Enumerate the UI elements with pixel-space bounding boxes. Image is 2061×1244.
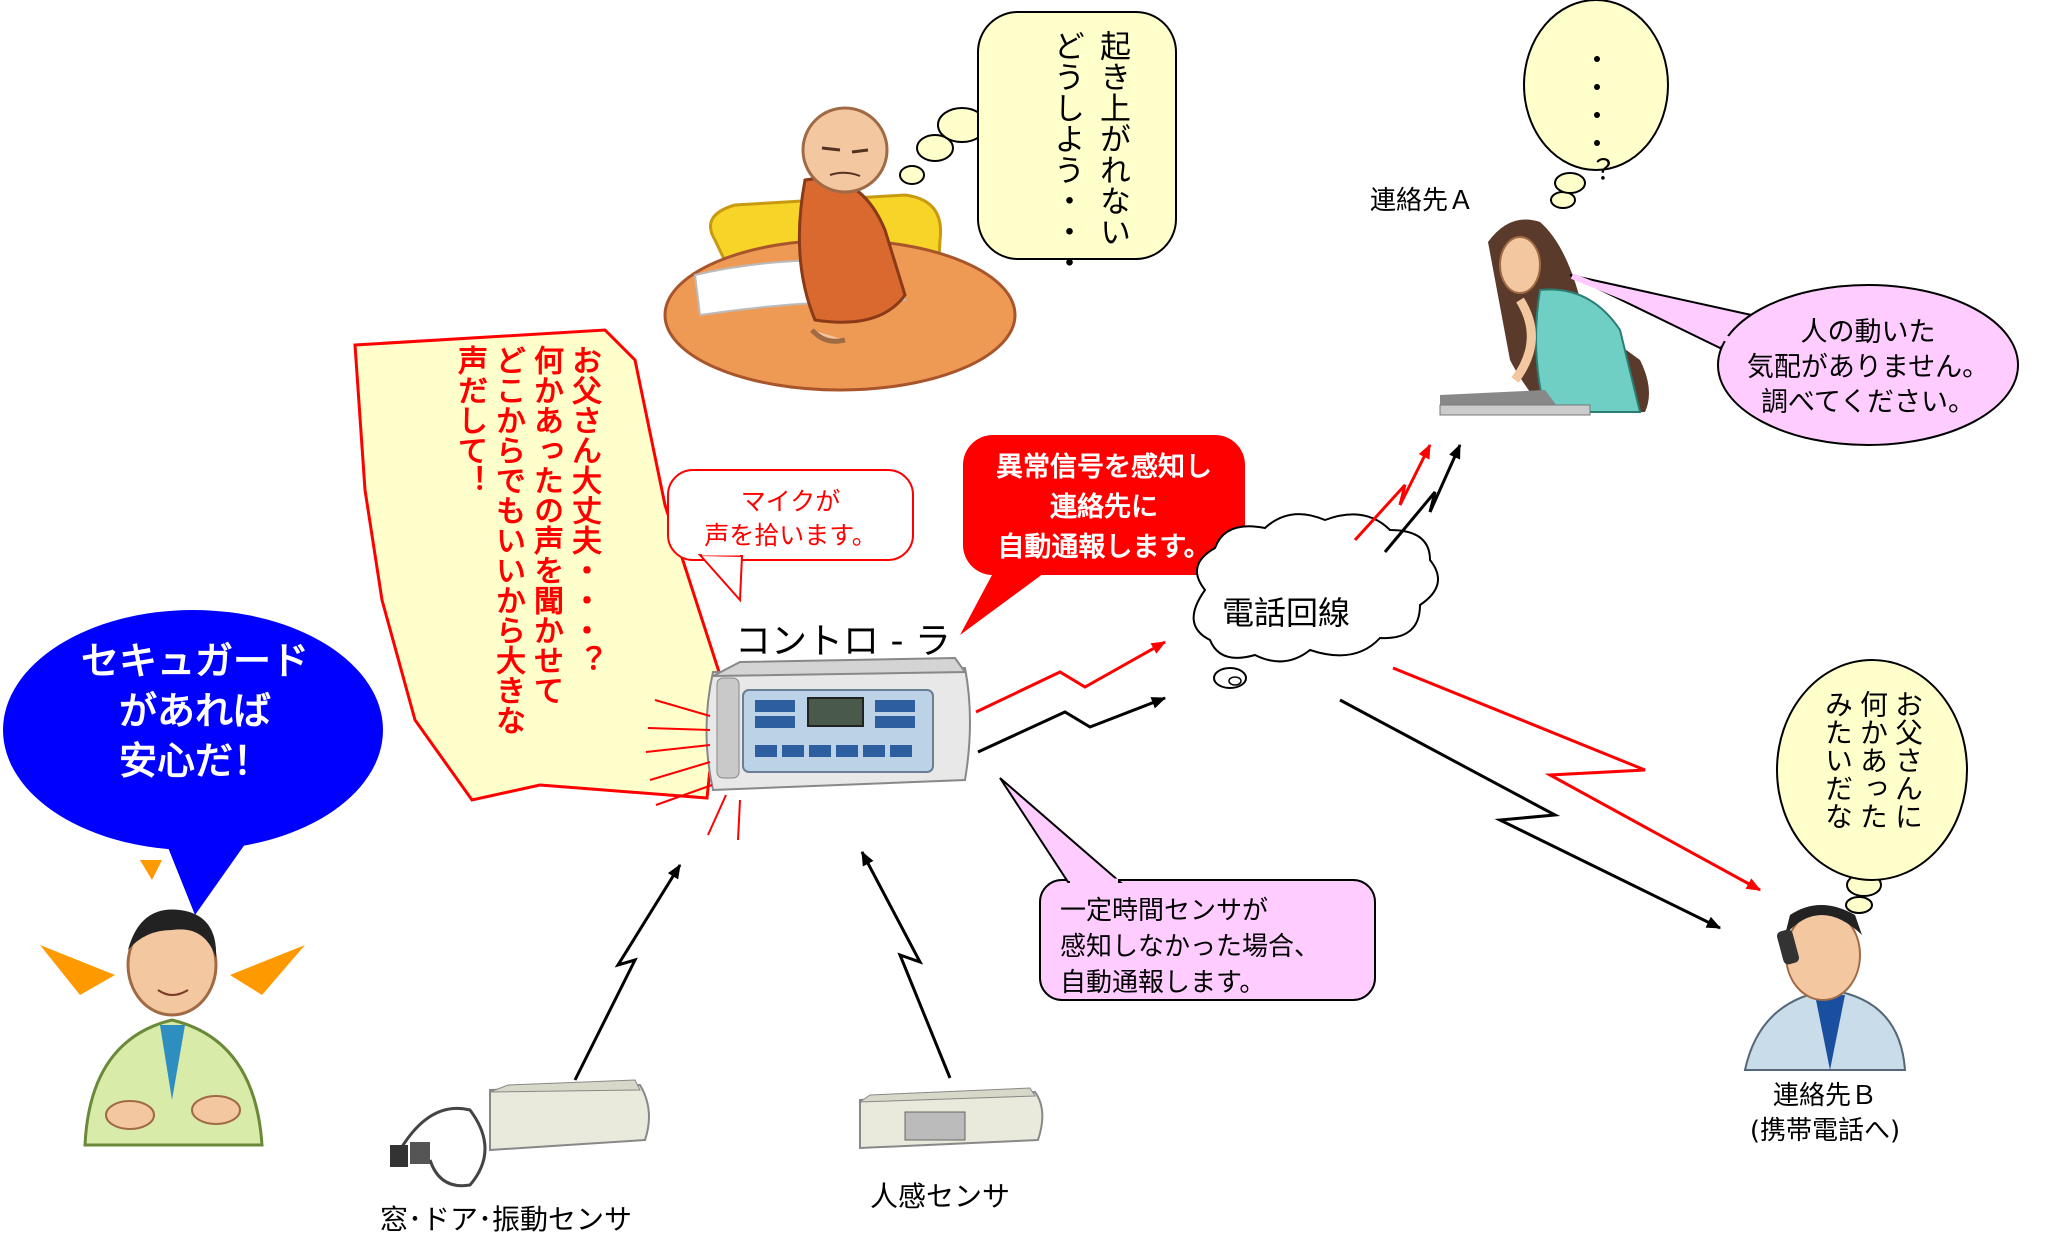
contact-b-thought-line-3: みたいだな xyxy=(1821,690,1854,830)
contact-b-thought-line-2: 何かあった xyxy=(1856,690,1889,830)
son-speech-bubble-shape xyxy=(3,610,383,915)
alert-note-line-2: 連絡先に xyxy=(1050,492,1158,523)
elder-thought-line-2: どうしよう・・・ xyxy=(1048,30,1084,278)
contact-b-thought-bubble xyxy=(1776,659,1968,914)
contact-a-woman-illustration xyxy=(1439,219,1649,416)
son-voice-bubble-shape xyxy=(353,328,722,802)
mic-note-line-1: マイクが xyxy=(740,487,841,516)
son-bubble-line-1: セキュガード xyxy=(80,639,309,683)
contact-b-thought-line-1: お父さんに xyxy=(1891,690,1924,830)
contact-b-man-illustration xyxy=(1743,905,1907,1071)
contact-b-sublabel: (携帯電話へ) xyxy=(1749,1116,1901,1146)
timer-note-line-1: 一定時間センサが xyxy=(1060,896,1269,926)
alert-note-line-1: 異常信号を感知し xyxy=(996,452,1212,483)
son-voice-line-1: お父さん大丈夫・・・？ xyxy=(566,345,601,675)
phone-line-label: 電話回線 xyxy=(1222,594,1351,632)
contact-a-message-line-2: 気配がありません。 xyxy=(1746,352,1990,383)
window-door-sensor-device xyxy=(390,1079,650,1188)
elder-thought-line-1: 起き上がれない xyxy=(1094,30,1130,247)
contact-a-speech-bubble xyxy=(1569,273,2019,446)
timer-note-line-2: 感知しなかった場合、 xyxy=(1060,932,1321,962)
mic-note-line-2: 声を拾います。 xyxy=(704,521,877,550)
elder-thought-bubble xyxy=(899,11,1177,260)
son-illustration xyxy=(40,860,305,1147)
alert-note-line-3: 自動通報します。 xyxy=(997,532,1211,563)
contact-a-thought-text: ・・・・？ xyxy=(1579,45,1612,185)
contact-a-thought-bubble xyxy=(1523,0,1669,209)
signal-arrows xyxy=(573,443,1762,1081)
phone-line-cloud xyxy=(1192,513,1439,689)
controller-label: コントロ - ラ xyxy=(735,621,951,662)
son-voice-line-2: 何かあったの声を聞かせて xyxy=(528,345,563,705)
elderly-father-illustration xyxy=(663,106,1017,392)
motion-sensor-device xyxy=(858,1087,1044,1150)
son-bubble-line-3: 安心だ！ xyxy=(118,739,271,783)
contact-a-label: 連絡先Ａ xyxy=(1370,186,1475,216)
contact-a-message-line-3: 調べてください。 xyxy=(1760,387,1976,418)
son-bubble-line-2: があれば xyxy=(118,689,271,733)
son-voice-line-3: どこからでもいいから大きな xyxy=(490,345,525,735)
sound-lines xyxy=(645,699,741,841)
alert-note-bubble-shape xyxy=(960,435,1245,635)
son-voice-line-4: 声だして！ xyxy=(452,345,487,495)
contact-b-label: 連絡先Ｂ xyxy=(1772,1081,1877,1111)
timer-note-bubble-shape xyxy=(999,777,1376,1001)
window-door-sensor-label: 窓･ドア･振動センサ xyxy=(380,1203,633,1236)
mic-note-bubble-shape xyxy=(667,469,914,603)
controller-device xyxy=(705,656,971,792)
timer-note-line-3: 自動通報します。 xyxy=(1060,968,1266,998)
motion-sensor-label: 人感センサ xyxy=(870,1180,1011,1213)
contact-a-message-line-1: 人の動いた xyxy=(1800,317,1936,348)
